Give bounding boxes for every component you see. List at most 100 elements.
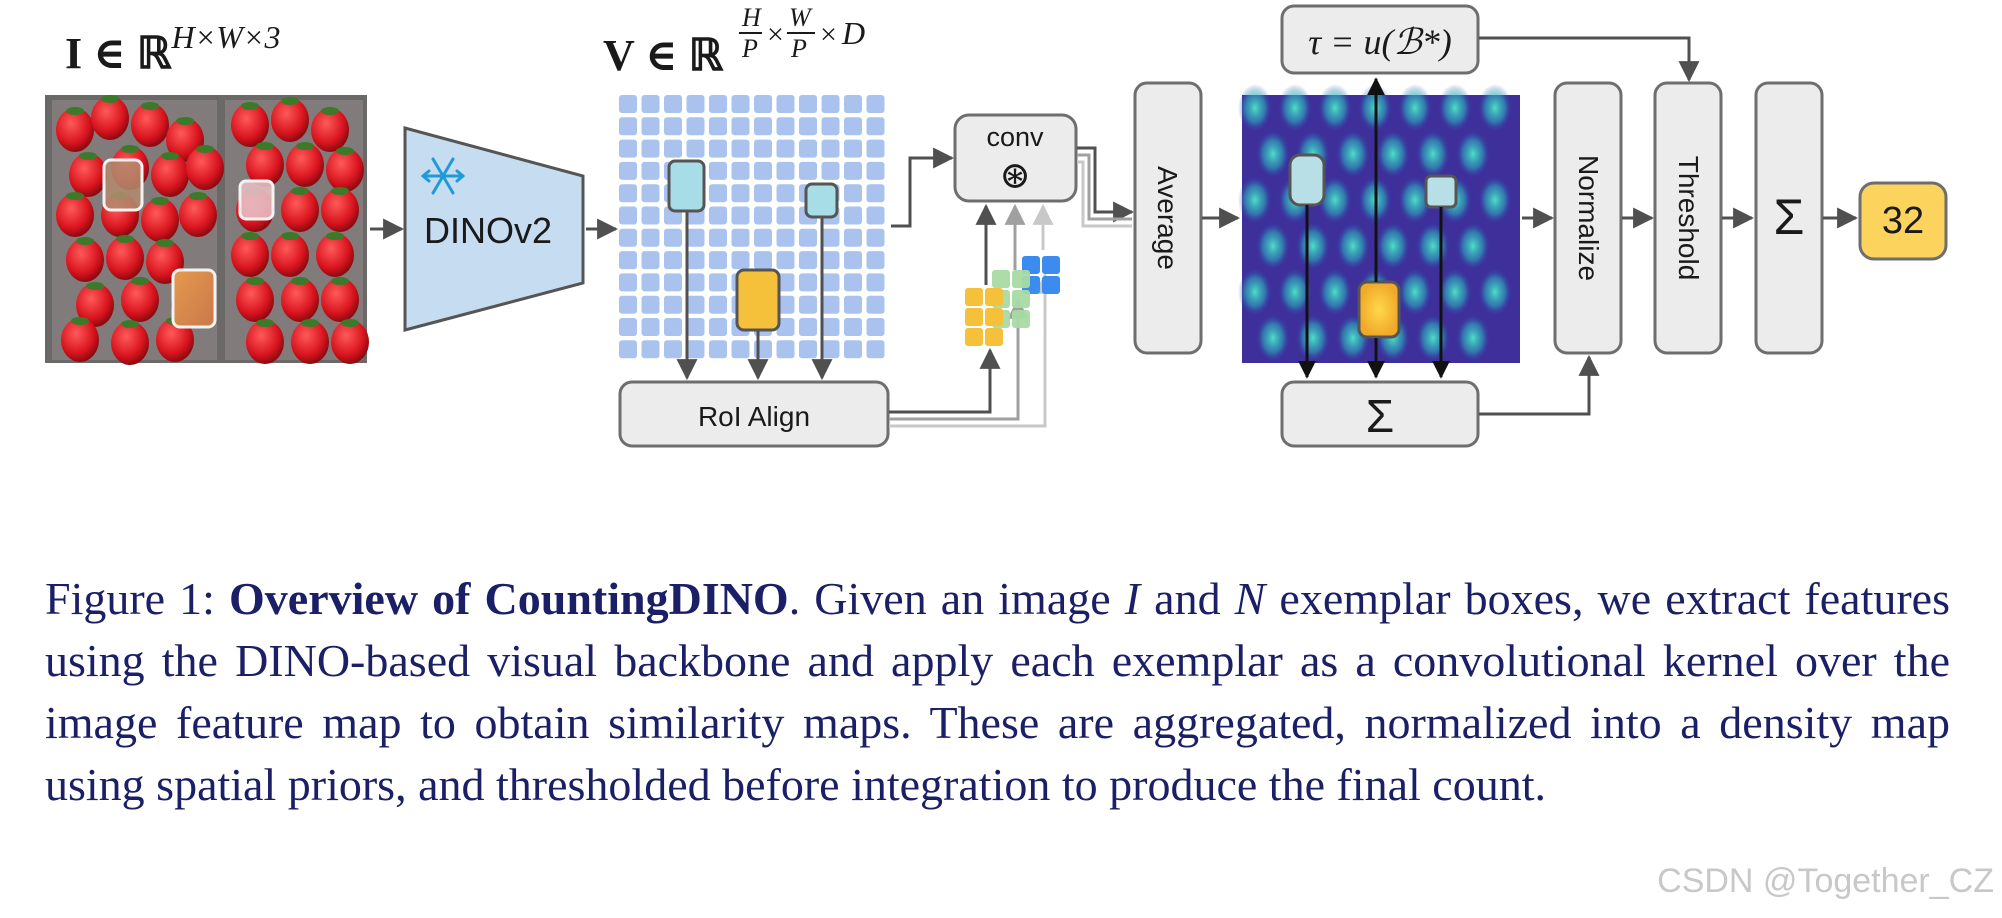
feature-cell — [664, 318, 682, 336]
strawberry — [246, 320, 284, 364]
conv-label: conv — [986, 122, 1044, 152]
fraction-p-denominator-2: P — [790, 34, 807, 63]
density-blob — [1398, 84, 1432, 132]
watermark: CSDN @Together_CZ — [1657, 862, 1994, 900]
kernel-cell-green — [1012, 310, 1030, 328]
feature-cell — [844, 295, 862, 314]
feature-cell — [709, 139, 727, 158]
sum-symbol: Σ — [1366, 390, 1394, 442]
feature-cell — [641, 273, 660, 292]
feature-cell — [641, 95, 660, 113]
feature-cell — [821, 139, 840, 158]
kernel-cell-yellow — [985, 328, 1003, 346]
density-blob — [1478, 84, 1512, 132]
feature-cell — [776, 340, 795, 359]
feature-cell — [844, 273, 862, 292]
feature-cell — [866, 95, 885, 113]
density-blob — [1318, 84, 1352, 132]
figure-caption: Figure 1: Overview of CountingDINO. Give… — [45, 568, 1950, 816]
density-blob — [1318, 268, 1352, 316]
dinov2-label: DINOv2 — [424, 210, 552, 251]
feature-cell — [709, 340, 727, 359]
feature-cell — [686, 251, 705, 270]
strawberry — [141, 198, 179, 242]
strawberry — [66, 238, 104, 282]
feature-cell — [664, 251, 682, 270]
feature-cell — [641, 139, 660, 158]
feature-cell — [754, 251, 772, 270]
density-blob — [1238, 176, 1272, 224]
strawberry — [281, 278, 319, 322]
kernel-cell-yellow — [965, 308, 983, 326]
input-dimension-formula: I ∈ ℝH×W×3 — [65, 19, 281, 78]
feature-cell — [821, 228, 840, 247]
feature-cell — [776, 251, 795, 270]
feature-cell — [709, 318, 727, 336]
roi-align-block: RoI Align — [618, 380, 890, 448]
feature-cell — [776, 273, 795, 292]
kernel-cell-yellow — [985, 288, 1003, 306]
feature-cell — [866, 251, 885, 270]
feature-cell — [799, 161, 817, 180]
feature-cell — [731, 228, 750, 247]
average-label: Average — [1152, 166, 1183, 270]
feature-cell — [866, 295, 885, 314]
feature-cell — [619, 251, 637, 270]
density-exemplar-cyan-1 — [1288, 153, 1326, 207]
strawberry — [271, 233, 309, 277]
density-blob — [1296, 314, 1330, 362]
feature-cell — [821, 318, 840, 336]
feature-cell — [799, 117, 817, 136]
strawberry — [286, 143, 324, 187]
feature-exemplar-cyan-2 — [804, 182, 839, 219]
density-exemplar-yellow — [1357, 280, 1401, 339]
feature-exemplar-yellow — [735, 268, 781, 332]
feature-exemplar-cyan-1 — [667, 159, 706, 213]
strawberry — [281, 188, 319, 232]
feature-cell — [686, 117, 705, 136]
feature-cell — [844, 318, 862, 336]
density-blob — [1416, 222, 1450, 270]
feature-cell — [754, 95, 772, 113]
feature-cell — [754, 117, 772, 136]
feature-depth-d: D — [841, 15, 865, 51]
pipeline-diagram: I ∈ ℝH×W×3 V ∈ ℝ H P × W P × D DINO — [45, 3, 1948, 448]
tau-threshold-block: τ = u(ℬ*) — [1280, 4, 1480, 75]
kernel-cell-yellow — [985, 308, 1003, 326]
feature-cell — [731, 206, 750, 225]
tau-label: τ = u(ℬ*) — [1308, 22, 1451, 62]
caption-title: Overview of CountingDINO — [229, 573, 789, 624]
density-blob — [1376, 222, 1410, 270]
caption-var-n: N — [1234, 573, 1266, 624]
density-blob — [1336, 222, 1370, 270]
strawberry — [236, 278, 274, 322]
feature-cell — [731, 184, 750, 203]
exemplar-box-1 — [102, 158, 144, 212]
feature-cell — [844, 206, 862, 225]
feature-cell — [709, 228, 727, 247]
feature-cell — [866, 318, 885, 336]
feature-cell — [844, 184, 862, 203]
feature-cell — [866, 273, 885, 292]
feature-cell — [776, 117, 795, 136]
strawberry — [151, 153, 189, 197]
feature-cell — [731, 251, 750, 270]
feature-cell — [821, 273, 840, 292]
feature-cell — [664, 273, 682, 292]
feature-cell — [799, 95, 817, 113]
caption-part-1: . Given an image — [788, 573, 1125, 624]
density-blob — [1478, 176, 1512, 224]
feature-cell — [799, 340, 817, 359]
caption-part-2: and — [1140, 573, 1235, 624]
feature-cell — [641, 117, 660, 136]
feature-cell — [821, 295, 840, 314]
exemplar-box-3 — [171, 268, 217, 329]
strawberry — [56, 193, 94, 237]
strawberry — [186, 146, 224, 190]
feature-cell — [866, 161, 885, 180]
feature-cell — [641, 251, 660, 270]
feature-cell — [754, 184, 772, 203]
dinov2-backbone: DINOv2 — [403, 126, 585, 332]
feature-cell — [844, 228, 862, 247]
count-output: 32 — [1858, 181, 1948, 261]
